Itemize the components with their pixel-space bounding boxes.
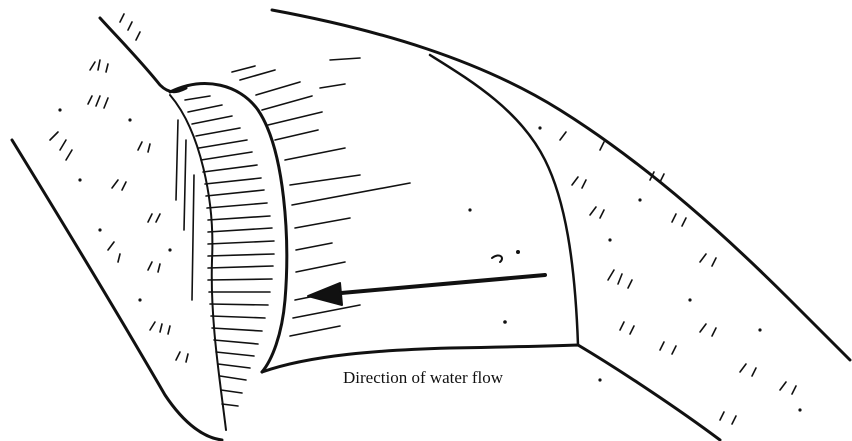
point-bar-front <box>262 345 720 440</box>
cut-bank-hatching <box>176 96 274 406</box>
right-bank-grass <box>560 132 796 424</box>
left-bank-outer-edge <box>12 140 222 440</box>
flow-direction-caption: Direction of water flow <box>343 368 503 388</box>
left-bank-ridge <box>100 18 186 92</box>
flow-arrow <box>308 250 545 324</box>
point-bar-edge <box>430 55 578 345</box>
far-bank-top-line <box>272 10 850 360</box>
stipple-dots <box>58 108 801 411</box>
left-bank-grass <box>50 14 188 362</box>
